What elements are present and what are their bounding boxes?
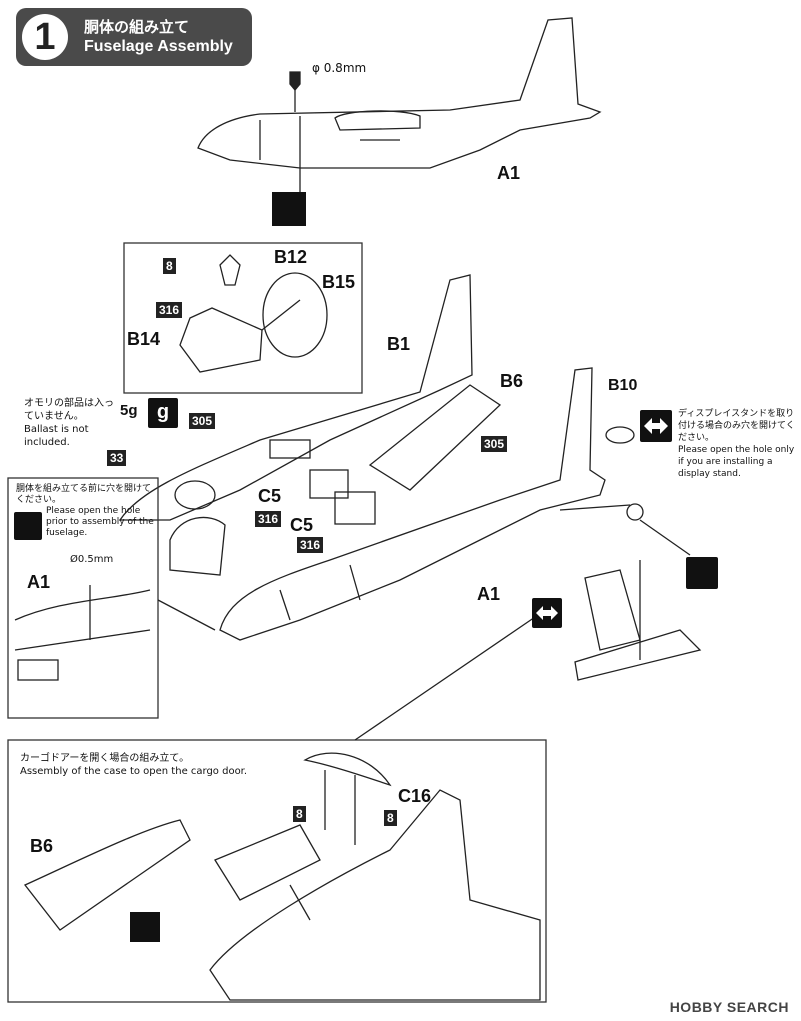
glue-code-305-b: 305 — [481, 436, 508, 452]
stand-note: ディスプレイスタンドを取り付ける場合のみ穴を開けてください。 Please op… — [678, 408, 796, 480]
glue-code-8-lower-a: 8 — [293, 806, 306, 822]
part-B14: B14 — [127, 329, 161, 349]
cargo-note: カーゴドアーを開く場合の組み立て。 Assembly of the case t… — [20, 752, 280, 778]
ballast-note-en: Ballast is not included. — [24, 424, 89, 448]
part-B1: B1 — [387, 334, 411, 354]
glue-code-316-c: 316 — [297, 537, 324, 553]
inset-hole-note-en: Please open the hole prior to assembly o… — [46, 506, 154, 538]
step-number: 1 — [22, 14, 68, 60]
part-C5-b: C5 — [290, 515, 314, 535]
part-B10: B10 — [608, 377, 638, 394]
step-header: 1 胴体の組み立て Fuselage Assembly — [16, 8, 252, 66]
glue-code-305-a: 305 — [189, 413, 216, 429]
glue-code-316-b: 316 — [255, 511, 282, 527]
cargo-note-jp: カーゴドアーを開く場合の組み立て。 — [20, 753, 190, 764]
part-A1-main: A1 — [477, 584, 501, 604]
cut-icon-lower — [130, 912, 160, 942]
glue-code-316-a: 316 — [156, 302, 183, 318]
step-title-en: Fuselage Assembly — [84, 38, 233, 55]
ballast-note-jp: オモリの部品は入っていません。 — [24, 398, 114, 422]
ballast-weight: 5g — [120, 402, 138, 419]
inset-hole-note-jp: 胴体を組み立てる前に穴を開けてください。 — [16, 484, 152, 505]
part-B15: B15 — [322, 272, 356, 292]
drill-size-inset: Ø0.5mm — [70, 554, 114, 565]
stand-note-en: Please open the hole only if you are ins… — [678, 445, 795, 479]
weight-icon: g — [148, 398, 178, 428]
part-C5-a: C5 — [258, 486, 282, 506]
glue-code-8-top: 8 — [163, 258, 176, 274]
option-arrow-icon — [640, 410, 672, 442]
glue-code-8-lower-b: 8 — [384, 810, 397, 826]
part-B6-lower: B6 — [30, 836, 54, 856]
part-A1-inset: A1 — [27, 572, 51, 592]
part-B6-main: B6 — [500, 371, 524, 391]
stand-note-jp: ディスプレイスタンドを取り付ける場合のみ穴を開けてください。 — [678, 409, 795, 443]
part-A1-top: A1 — [497, 163, 521, 183]
inset-hole-note: 胴体を組み立てる前に穴を開けてください。 Please open the hol… — [16, 484, 154, 539]
drill-icon-inset — [14, 512, 42, 540]
cut-icon-top — [272, 192, 306, 226]
glue-code-33: 33 — [107, 450, 127, 466]
hobby-search-watermark: HOBBY SEARCH — [669, 999, 789, 1015]
ballast-note: オモリの部品は入っていません。 Ballast is not included. — [24, 397, 122, 449]
cargo-note-en: Assembly of the case to open the cargo d… — [20, 766, 248, 777]
part-C16: C16 — [398, 786, 432, 806]
step-title-jp: 胴体の組み立て — [84, 18, 190, 36]
part-B12: B12 — [274, 247, 308, 267]
option-arrow-icon-mid — [532, 598, 562, 628]
drill-icon-stand — [686, 557, 718, 589]
drill-size-top: φ 0.8mm — [312, 61, 367, 75]
